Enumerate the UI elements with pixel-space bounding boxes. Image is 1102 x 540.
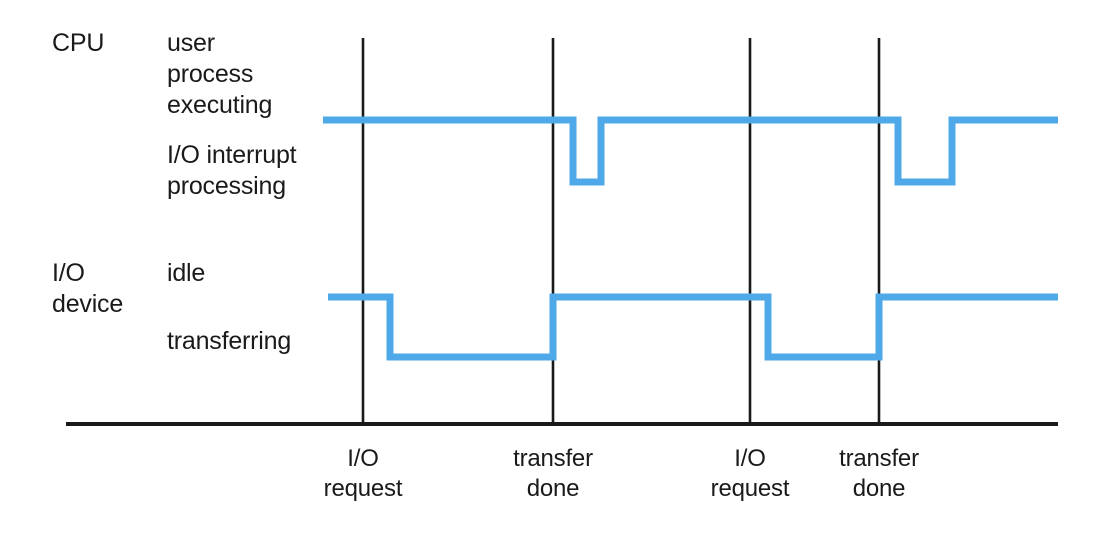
io-state-transferring-label: transferring [167, 327, 292, 355]
event-label-0: I/O request [323, 445, 403, 502]
event-label-3: transfer done [839, 445, 919, 502]
io-device-group-label: I/O device [52, 259, 124, 318]
waveform-io-device [328, 293, 1058, 361]
event-label-1: transfer done [513, 445, 593, 502]
cpu-state-io-interrupt-processing-label: I/O interrupt processing [167, 141, 297, 200]
signal-waveform-group [323, 116, 1058, 361]
event-label-2: I/O request [710, 445, 790, 502]
io-state-idle-label: idle [167, 259, 206, 287]
cpu-group-label: CPU [52, 29, 105, 57]
cpu-state-user-process-executing-label: user process executing [167, 29, 273, 119]
waveform-cpu [323, 116, 1058, 186]
event-line-group [361, 38, 881, 424]
